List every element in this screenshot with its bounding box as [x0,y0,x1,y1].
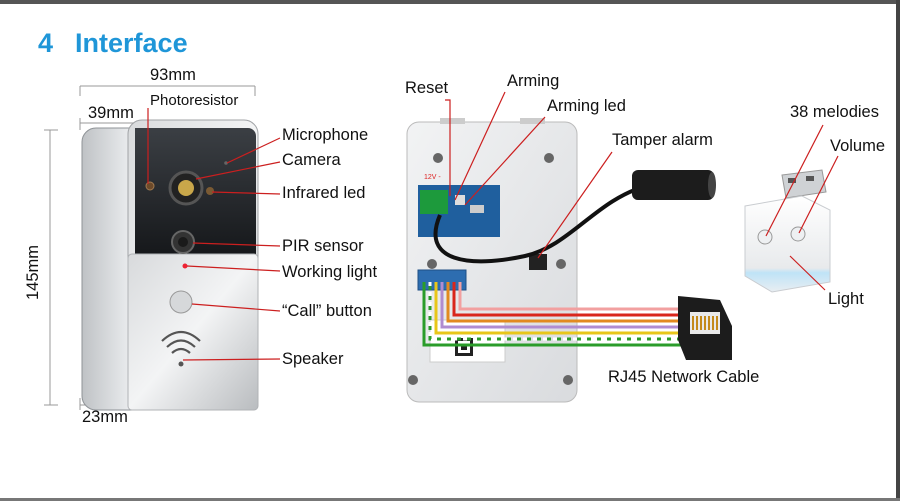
depth-dimension: 39mm [88,104,134,122]
height-dimension: 145mm [24,244,42,300]
width-dimension: 93mm [150,66,196,84]
chime-leader-lines [765,124,839,291]
rj45-wires [422,282,682,347]
infrared-led-label: Infrared led [282,184,366,202]
pir-sensor-label: PIR sensor [282,237,364,255]
voltage-marking: 12V - [424,174,441,181]
section-heading: 4 Interface [38,28,188,59]
rj45-connector [678,296,732,360]
power-cable [433,170,716,264]
back-leader-lines [445,91,613,259]
photoresistor-label: Photoresistor [150,92,239,109]
section-title: Interface [75,28,188,58]
right-border [896,0,900,501]
speaker-label: Speaker [282,350,344,368]
working-light-label: Working light [282,263,378,281]
chime-receiver [744,169,831,293]
call-button-label: “Call” button [282,302,372,320]
reset-label: Reset [405,79,449,97]
thickness-dimension: 23mm [82,408,128,426]
light-label: Light [828,290,864,308]
tamper-alarm-label: Tamper alarm [612,131,713,149]
volume-label: Volume [830,137,886,155]
camera-label: Camera [282,151,341,169]
melodies-label: 38 melodies [790,103,879,121]
rj45-cable-label: RJ45 Network Cable [608,368,760,386]
front-leader-lines [147,108,281,361]
microphone-label: Microphone [282,126,369,144]
top-border [0,0,900,4]
doorbell-front [81,119,259,411]
section-number: 4 [38,28,54,58]
arming-led-label: Arming led [547,97,626,115]
arming-label: Arming [507,72,560,90]
bottom-border [0,498,900,501]
